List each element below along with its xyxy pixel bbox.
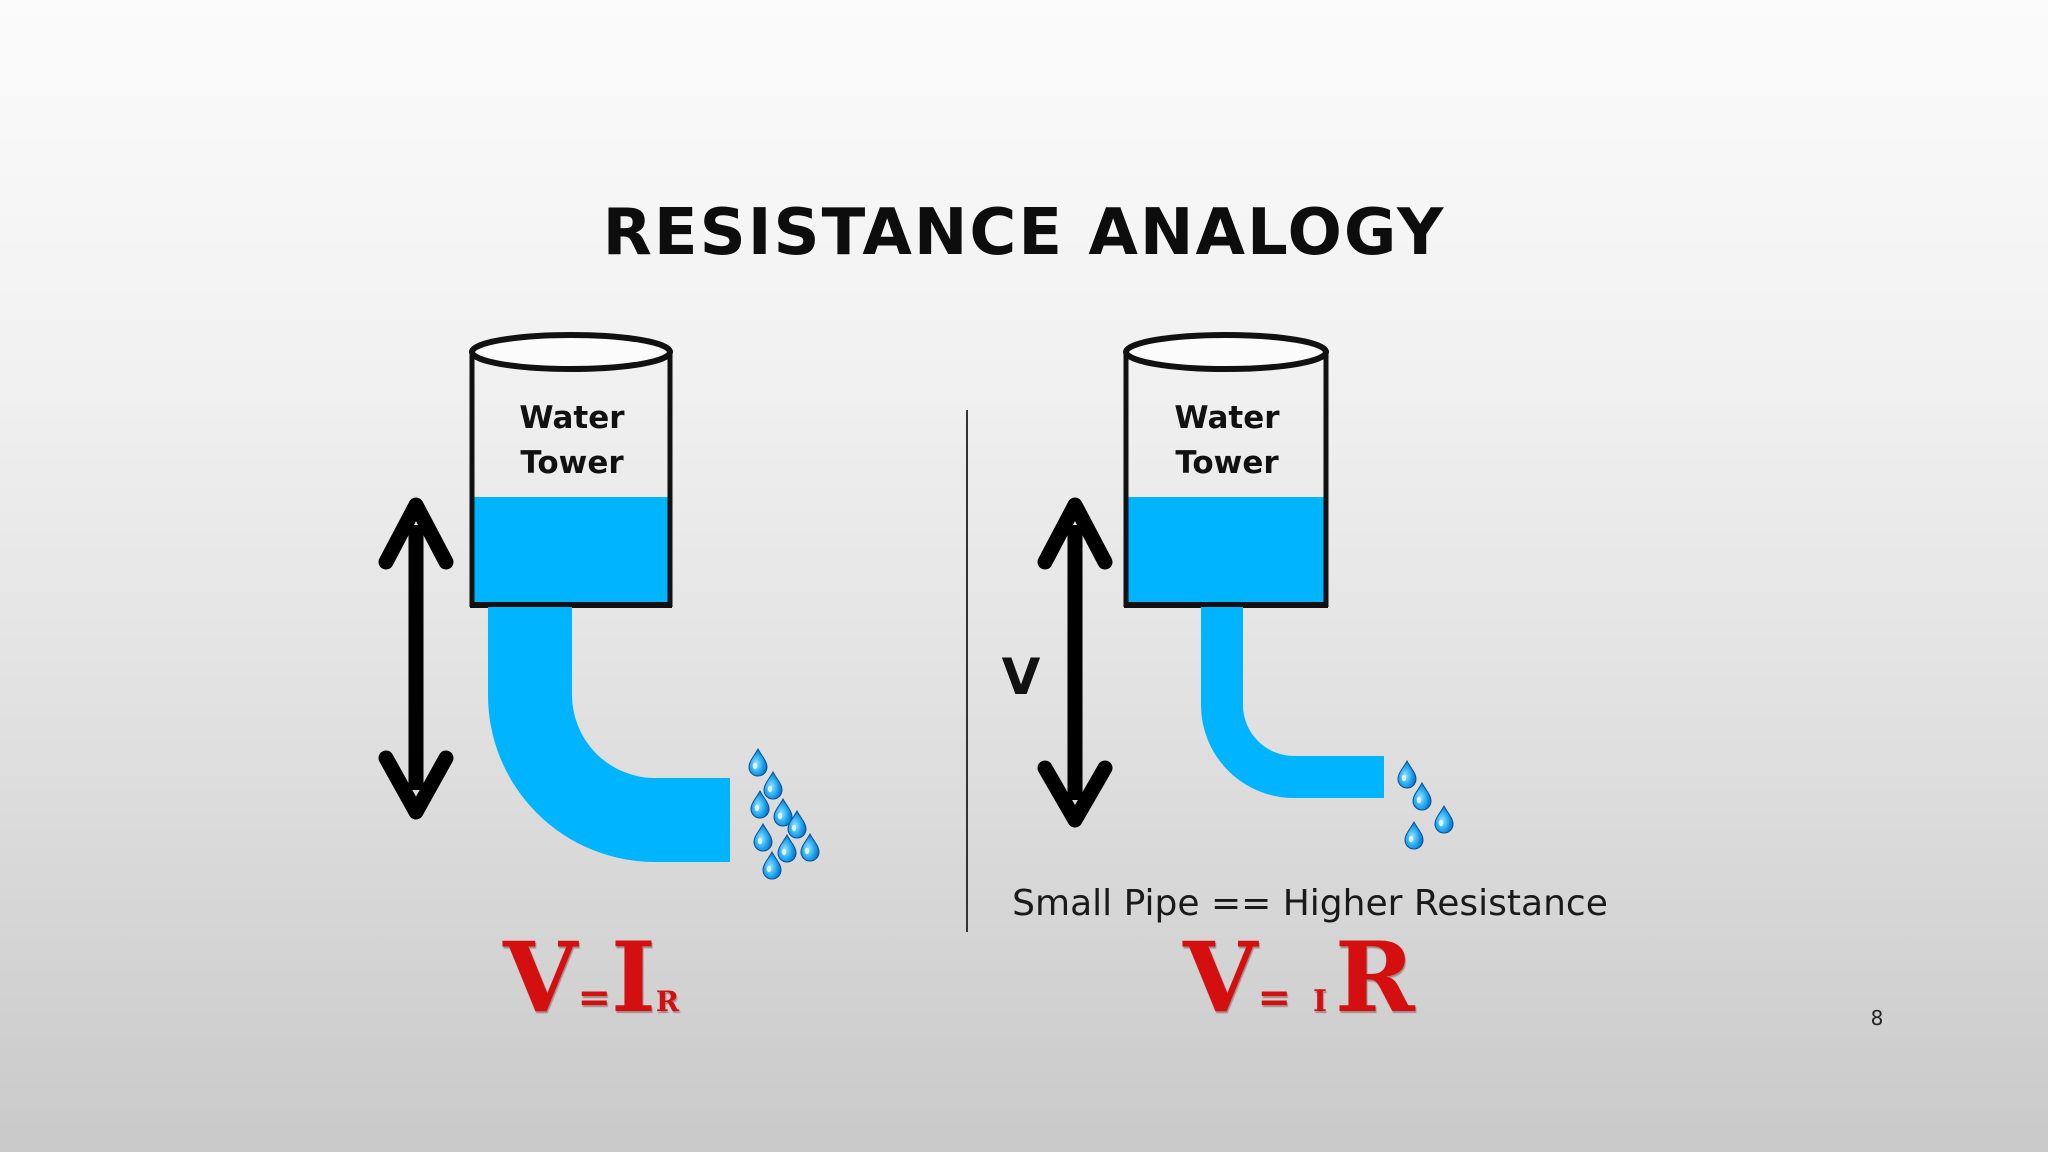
right-formula-r: R xyxy=(1335,921,1415,1034)
right-water-tower: Water Tower xyxy=(1123,332,1329,608)
left-formula-equals: = xyxy=(577,974,611,1021)
right-voltage-arrow xyxy=(1037,497,1113,828)
right-voltage-label: V xyxy=(1002,648,1041,706)
left-tower-label-line1: Water xyxy=(519,400,625,436)
left-formula-v: V xyxy=(503,921,578,1034)
page-number: 8 xyxy=(1870,1006,1884,1030)
left-ohms-law-formula: V=IR xyxy=(503,930,679,1026)
left-water-tower: Water Tower xyxy=(469,332,673,608)
right-tower-water xyxy=(1127,497,1325,605)
left-water-drops xyxy=(748,748,820,880)
slide-title: RESISTANCE ANALOGY xyxy=(602,196,1446,270)
left-formula-i: I xyxy=(611,921,656,1034)
right-formula-i: I xyxy=(1313,984,1328,1019)
left-tower-water xyxy=(473,497,669,605)
right-ohms-law-formula: V=IR xyxy=(1183,930,1415,1026)
left-tower-label-line2: Tower xyxy=(520,445,624,481)
left-voltage-arrow xyxy=(378,497,454,820)
right-small-pipe xyxy=(1201,607,1384,798)
right-tower-label-line1: Water xyxy=(1174,400,1280,436)
right-formula-v: V xyxy=(1183,921,1258,1034)
right-water-drops xyxy=(1397,760,1454,850)
small-pipe-caption: Small Pipe == Higher Resistance xyxy=(1012,883,1608,924)
right-tower-label-line2: Tower xyxy=(1175,445,1279,481)
right-formula-equals: = xyxy=(1257,974,1291,1021)
left-water-system: Water Tower xyxy=(378,332,820,880)
left-formula-r: R xyxy=(655,985,680,1018)
left-wide-pipe xyxy=(488,607,730,862)
right-water-system: V Water Tower xyxy=(1002,332,1454,850)
